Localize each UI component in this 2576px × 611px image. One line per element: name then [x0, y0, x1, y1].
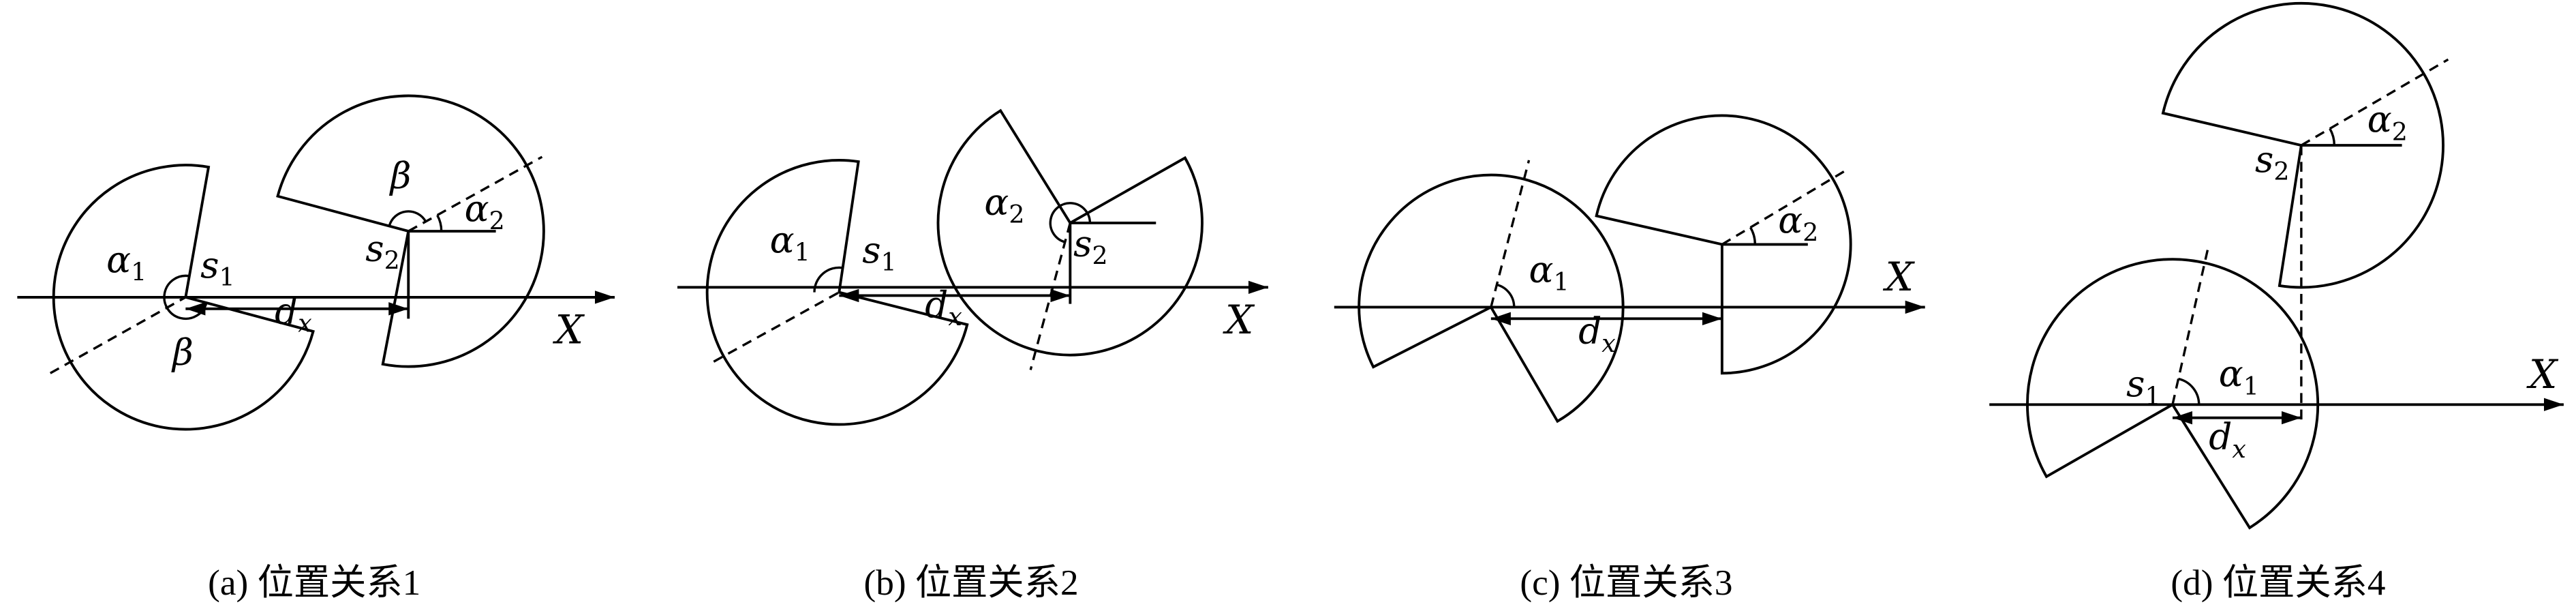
beta-label-s2: β [389, 155, 412, 197]
angle-arc-alpha1 [1496, 283, 1516, 308]
angle-arc-alpha2 [1749, 226, 1757, 245]
dashed-line-s2 [1029, 222, 1071, 370]
dashed-line-s2 [2301, 58, 2449, 147]
alpha2-label: α2 [1778, 199, 1818, 247]
sector-s1 [705, 159, 969, 426]
sector-s2 [2161, 2, 2444, 289]
sector-s1 [52, 164, 315, 431]
alpha1-label: α1 [1529, 249, 1569, 297]
caption: (d) 位置关系4 [2171, 563, 2385, 603]
alpha1-label: α1 [770, 220, 810, 267]
alpha1-label: α1 [2219, 353, 2259, 401]
alpha2-label: α2 [2367, 99, 2408, 147]
panel-c: X α1 α2 dx (c) 位置关系3 [1334, 114, 1925, 603]
caption: (c) 位置关系3 [1520, 563, 1732, 603]
s1-label: s1 [2126, 363, 2160, 411]
angle-arc-beta-s2 [388, 210, 427, 227]
alpha2-label: α2 [984, 181, 1024, 229]
angle-arc-alpha2 [1049, 202, 1092, 243]
sector-s2 [1595, 114, 1852, 375]
x-axis-label: X [553, 307, 585, 353]
alpha2-label: α2 [465, 188, 505, 235]
dashed-line-s2 [408, 155, 543, 233]
dx-label: dx [925, 284, 962, 331]
x-axis-label: X [1883, 254, 1916, 300]
caption: (a) 位置关系1 [208, 563, 420, 603]
dashed-line-s2 [1721, 167, 1850, 245]
sector-s1 [2026, 258, 2320, 530]
s1-label: s1 [200, 244, 234, 292]
angle-arc-alpha1 [813, 266, 843, 293]
s2-label: s2 [2255, 138, 2289, 186]
beta-label-s1: β [171, 331, 194, 374]
panel-d: X s1 α1 s2 α2 dx (d) 位置关系4 [1989, 2, 2564, 603]
panel-a: X α1 s1 β β α2 s2 dx (a) 位置关系1 [17, 94, 615, 603]
angle-arc-alpha2 [2329, 128, 2336, 146]
panel-b: X α1 s1 α2 s2 dx (b) 位置关系2 [677, 108, 1268, 603]
sector-s2 [936, 108, 1203, 357]
dashed-line-s1 [49, 296, 187, 374]
caption: (b) 位置关系2 [863, 563, 1078, 603]
sector-s2 [276, 94, 545, 368]
s1-label: s1 [862, 229, 896, 277]
dx-label: dx [275, 290, 312, 338]
x-axis-label: X [1223, 297, 1255, 343]
dashed-line-s1 [2171, 244, 2210, 405]
dx-label: dx [2209, 416, 2246, 464]
x-axis-label: X [2526, 351, 2559, 398]
angle-arc-alpha2 [436, 214, 443, 232]
s2-label: s2 [1073, 222, 1107, 270]
dashed-line-s1 [1490, 160, 1531, 308]
angle-arc-alpha1 [2178, 377, 2201, 405]
dx-label: dx [1578, 310, 1616, 358]
s2-label: s2 [365, 228, 399, 275]
sector-s1 [1358, 173, 1625, 423]
dashed-line-s1 [713, 291, 840, 363]
alpha1-label: α1 [106, 239, 147, 287]
